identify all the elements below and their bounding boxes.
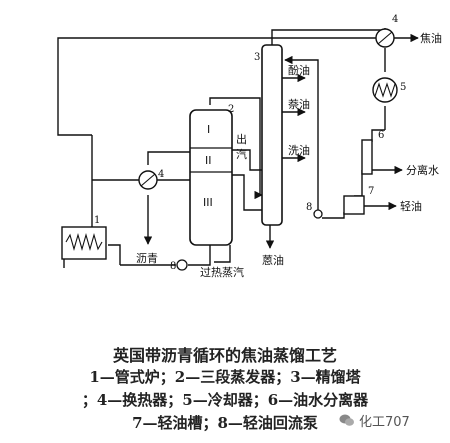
label-separated-water: 分离水 (406, 163, 439, 177)
light-oil-pump-right (313, 209, 323, 219)
number-tank: 7 (368, 186, 374, 197)
number-furnace: 1 (94, 215, 100, 226)
caption-line-1: 1—管式炉；2—三段蒸发器；3—精馏塔 (89, 368, 361, 386)
label-anthracene-oil: 蒽油 (262, 253, 284, 267)
label-phenol-oil: 酚油 (288, 63, 310, 77)
number-evaporator: 2 (228, 104, 234, 115)
label-outlet-steam-1: 出 (236, 132, 247, 146)
caption-line-3: 7—轻油槽；8—轻油回流泵 (132, 414, 318, 432)
number-pump-bottom: 8 (170, 261, 176, 272)
caption-line-2: ；4—换热器；5—冷却器；6—油水分离器 (81, 391, 369, 409)
label-naphthalene-oil: 萘油 (288, 97, 310, 111)
number-pump-right: 8 (306, 202, 312, 213)
wechat-icon (339, 414, 354, 426)
three-section-evaporator (189, 109, 233, 246)
oil-water-separator (361, 139, 373, 175)
number-cooler: 5 (400, 82, 406, 93)
light-oil-pump-bottom (176, 259, 188, 271)
number-exchanger-top: 4 (392, 14, 398, 25)
label-pitch: 沥青 (136, 252, 158, 265)
number-separator: 6 (378, 130, 384, 141)
label-superheated-steam: 过热蒸汽 (200, 265, 244, 279)
label-light-oil: 轻油 (400, 199, 422, 213)
label-outlet-steam-2: 汽 (236, 147, 247, 161)
caption-title: 英国带沥青循环的焦油蒸馏工艺 (112, 346, 337, 365)
heat-exchanger-left (138, 170, 158, 190)
number-exchanger-left: 4 (158, 169, 164, 180)
heat-exchanger-top (375, 28, 395, 48)
tubular-furnace (61, 226, 107, 260)
process-diagram: 焦油 分离水 轻油 酚油 萘油 洗油 出 汽 沥青 过热蒸汽 蒽油 1 2 3 … (57, 14, 442, 279)
pipes (57, 28, 419, 268)
watermark-text: 化工707 (359, 415, 410, 430)
fractionating-column (261, 44, 283, 226)
light-oil-tank (343, 195, 365, 215)
section-2: II (205, 154, 212, 167)
label-coke-oil: 焦油 (420, 31, 442, 45)
section-1: I (207, 123, 210, 136)
section-3: III (203, 196, 213, 209)
cooler (372, 77, 398, 103)
number-column: 3 (254, 52, 260, 63)
watermark: 化工707 (336, 410, 413, 431)
label-wash-oil: 洗油 (288, 143, 310, 157)
